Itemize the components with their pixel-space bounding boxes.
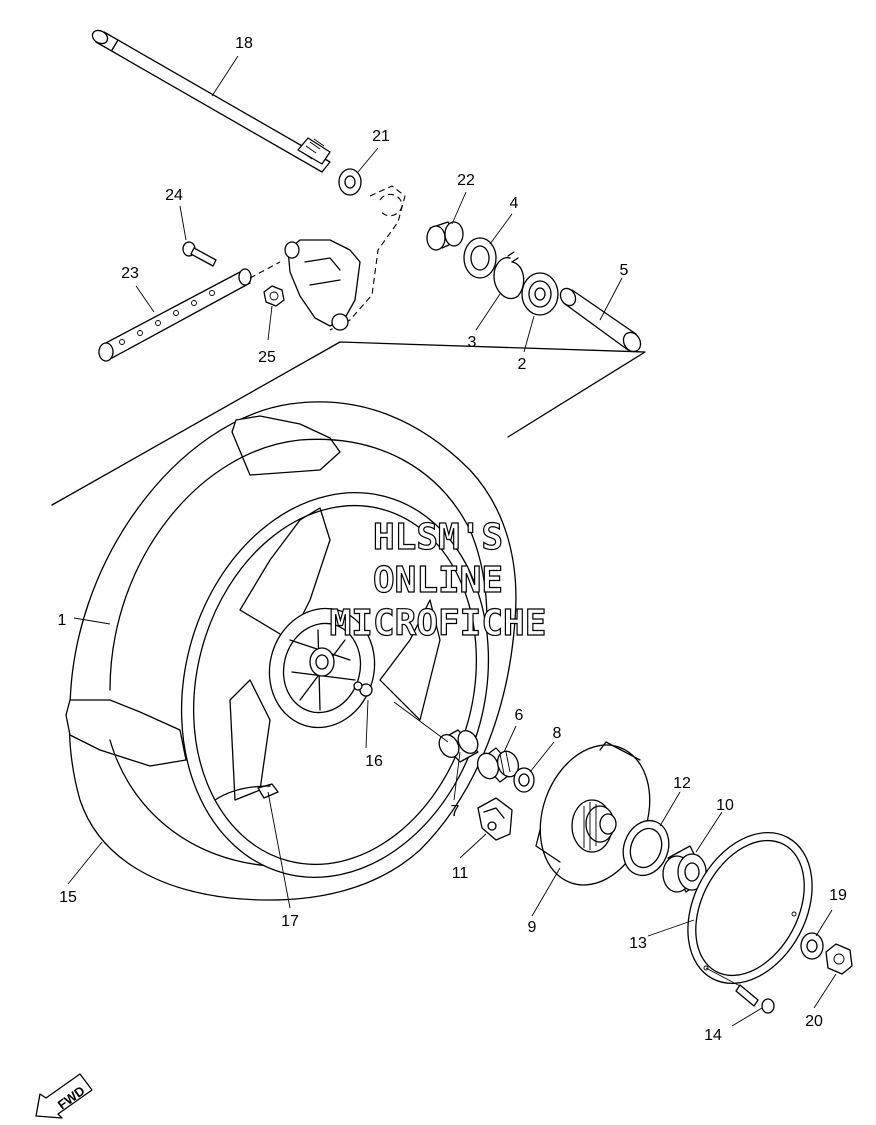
caliper-bracket-part[interactable] (284, 185, 406, 331)
circlip-part[interactable] (493, 251, 525, 300)
bearing-part[interactable] (521, 272, 559, 316)
callout-9: 9 (528, 919, 537, 936)
cover-ring-part[interactable] (663, 811, 837, 1005)
oil-seal-part[interactable] (463, 237, 497, 279)
callout-12: 12 (673, 775, 691, 792)
callout-10: 10 (716, 797, 734, 814)
washer-part[interactable] (338, 168, 362, 196)
small-seal-part[interactable] (513, 767, 535, 793)
screw-part[interactable] (705, 967, 775, 1014)
watermark: HLSM'S ONLINE MICROFICHE (329, 516, 547, 644)
watermark-line-1: HLSM'S (373, 517, 503, 558)
collar-part[interactable] (426, 221, 464, 251)
callout-14: 14 (704, 1027, 722, 1044)
callout-11: 11 (452, 865, 469, 882)
watermark-line-2: ONLINE (373, 560, 503, 601)
callout-13: 13 (629, 935, 647, 952)
callout-4: 4 (510, 195, 519, 212)
callout-1: 1 (58, 612, 67, 629)
callout-8: 8 (553, 725, 562, 742)
axle-washer-part[interactable] (800, 932, 824, 960)
callout-20: 20 (805, 1013, 823, 1030)
axle-nut-part[interactable] (825, 943, 853, 975)
axle-part[interactable] (90, 28, 331, 173)
callout-6: 6 (515, 707, 524, 724)
callout-25: 25 (258, 349, 276, 366)
flange-bearing-part[interactable] (662, 845, 707, 893)
callout-labels: 18 21 24 23 25 22 4 3 2 5 1 15 16 17 6 7… (58, 35, 847, 1044)
hub-collar-part[interactable] (435, 727, 482, 763)
damper-part[interactable] (477, 797, 513, 841)
torque-rod-part[interactable] (98, 261, 281, 362)
callout-16: 16 (365, 753, 383, 770)
forward-direction-badge: FWD (35, 1073, 93, 1119)
callout-21: 21 (372, 128, 390, 145)
nut-part[interactable] (263, 285, 285, 307)
callout-24: 24 (165, 187, 183, 204)
spacer-part[interactable] (557, 286, 643, 355)
callout-2: 2 (518, 356, 527, 373)
forward-arrow-icon (35, 1073, 93, 1119)
watermark-line-3: MICROFICHE (330, 603, 547, 644)
bolt-part[interactable] (182, 241, 217, 267)
callout-17: 17 (281, 913, 299, 930)
callout-18: 18 (235, 35, 253, 52)
rear-wheel-assembly[interactable] (65, 401, 530, 912)
callout-19: 19 (829, 887, 847, 904)
leader-lines (67, 55, 837, 1027)
callout-23: 23 (121, 265, 139, 282)
flange-seal-part[interactable] (616, 814, 676, 882)
driven-flange-part[interactable] (522, 730, 669, 901)
group-outline (51, 341, 646, 506)
needle-bearing-part[interactable] (474, 747, 522, 783)
callout-7: 7 (451, 803, 460, 820)
callout-15: 15 (59, 889, 77, 906)
callout-22: 22 (457, 172, 475, 189)
callout-3: 3 (468, 334, 477, 351)
callout-5: 5 (620, 262, 629, 279)
